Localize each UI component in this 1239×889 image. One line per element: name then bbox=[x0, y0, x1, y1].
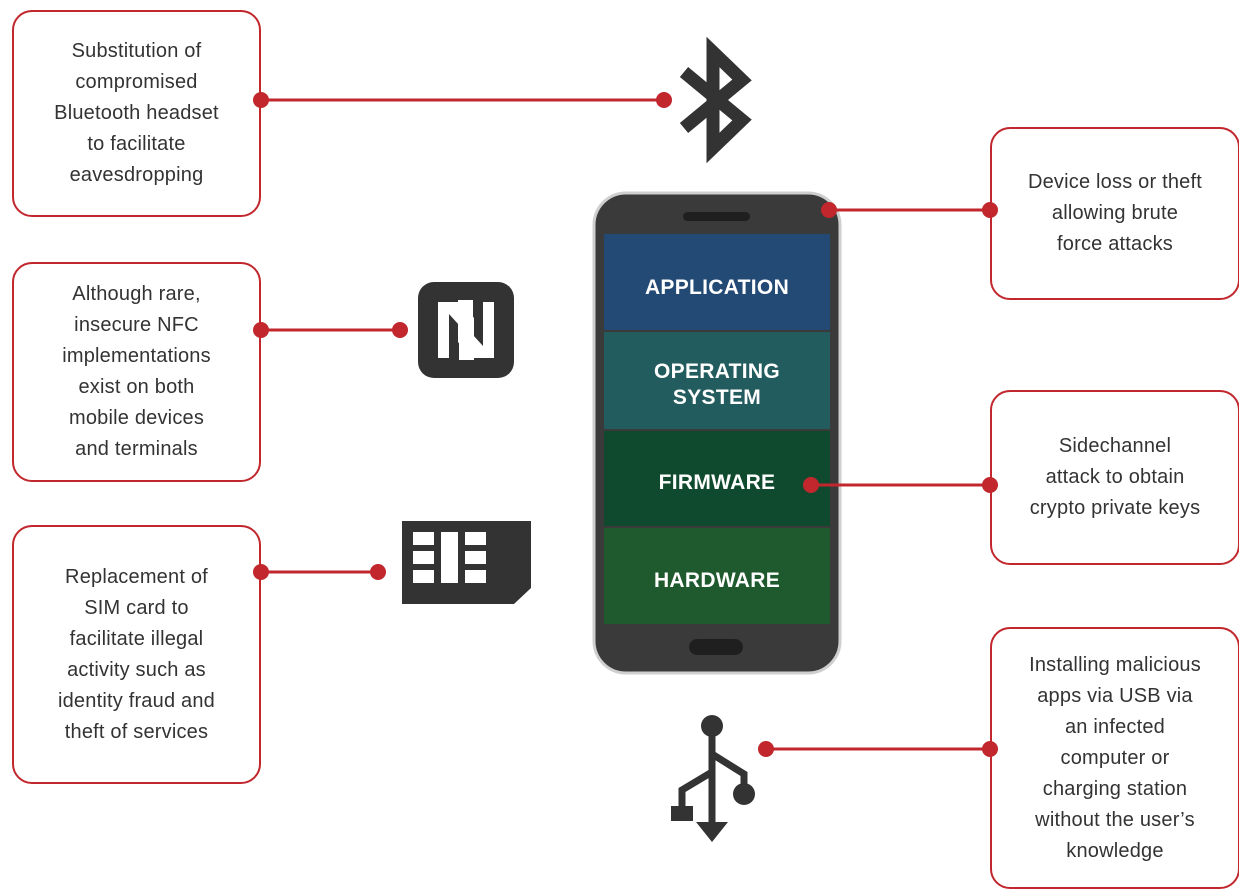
threat-box-usb: Installing malicious apps via USB via an… bbox=[990, 627, 1239, 889]
threat-box-sim: Replacement of SIM card to facilitate il… bbox=[12, 525, 261, 784]
phone: APPLICATION OPERATING SYSTEM FIRMWARE HA… bbox=[592, 191, 842, 675]
layer-label-firmware: FIRMWARE bbox=[659, 471, 776, 494]
threat-text-device-loss: Device loss or theft allowing brute forc… bbox=[1027, 171, 1203, 255]
connector-dot bbox=[982, 741, 998, 757]
layer-label-system: SYSTEM bbox=[673, 386, 761, 409]
threat-text-sim: Replacement of SIM card to facilitate il… bbox=[57, 565, 216, 743]
threat-text-sidechannel: Sidechannel attack to obtain crypto priv… bbox=[1029, 435, 1201, 519]
layer-operating-system bbox=[604, 332, 830, 429]
threat-box-bluetooth: Substitution of compromised Bluetooth he… bbox=[12, 10, 261, 217]
sim-card-icon bbox=[402, 521, 531, 604]
usb-icon bbox=[671, 715, 755, 842]
threat-text-bluetooth: Substitution of compromised Bluetooth he… bbox=[54, 40, 219, 186]
phone-speaker bbox=[683, 212, 750, 221]
connector-dot bbox=[253, 92, 269, 108]
layer-label-operating: OPERATING bbox=[654, 360, 780, 383]
connector-dot bbox=[392, 322, 408, 338]
layer-application bbox=[604, 234, 830, 330]
connector-dot bbox=[656, 92, 672, 108]
connector-dot bbox=[982, 477, 998, 493]
connector-dot bbox=[253, 564, 269, 580]
threat-box-nfc: Although rare, insecure NFC implementati… bbox=[12, 262, 261, 482]
layer-firmware bbox=[604, 431, 830, 526]
connectors bbox=[253, 92, 998, 757]
layer-label-application: APPLICATION bbox=[645, 276, 789, 299]
phone-home-button bbox=[689, 639, 743, 655]
threat-text-nfc: Although rare, insecure NFC implementati… bbox=[62, 283, 211, 460]
connector-dot bbox=[370, 564, 386, 580]
connector-dot bbox=[803, 477, 819, 493]
threat-text-usb: Installing malicious apps via USB via an… bbox=[1029, 653, 1201, 862]
connector-dot bbox=[982, 202, 998, 218]
threat-box-device-loss: Device loss or theft allowing brute forc… bbox=[990, 127, 1239, 300]
nfc-icon bbox=[418, 282, 514, 378]
layer-hardware bbox=[604, 528, 830, 624]
connector-dot bbox=[253, 322, 269, 338]
connector-dot bbox=[758, 741, 774, 757]
connector-dot bbox=[821, 202, 837, 218]
layer-label-hardware: HARDWARE bbox=[654, 569, 780, 592]
bluetooth-icon bbox=[679, 36, 752, 164]
